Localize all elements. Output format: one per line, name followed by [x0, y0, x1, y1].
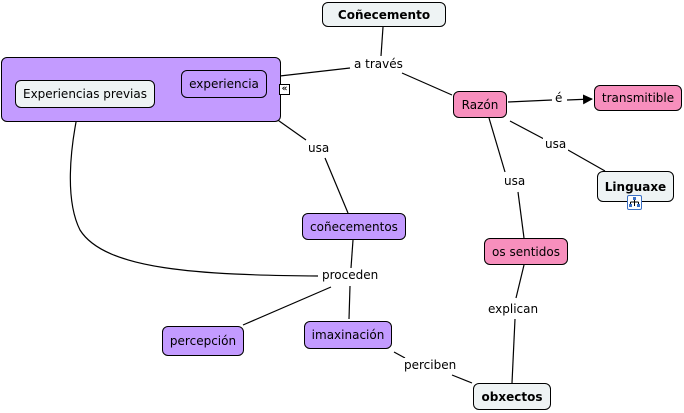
line-perciben-obxectos — [451, 374, 473, 384]
link-label-usa-conecementos: usa — [306, 141, 332, 155]
line-atraves-experiencia — [270, 67, 351, 81]
concept-transmitible[interactable]: transmitible — [594, 85, 682, 111]
line-e-transmitible — [566, 94, 593, 105]
concept-percepcion[interactable]: percepción — [162, 326, 244, 356]
line-explican-obxectos — [511, 318, 516, 384]
link-label-e: é — [553, 91, 565, 105]
link-label-usa-linguaxe: usa — [543, 137, 569, 151]
line-usa2-sentidos — [517, 191, 525, 239]
concept-map-link-icon[interactable] — [627, 195, 642, 210]
link-label-a-traves: a través — [352, 57, 405, 71]
line-proceden-imaxinacion — [348, 285, 351, 320]
line-usa-linguaxe — [567, 149, 606, 172]
link-label-usa-sentidos: usa — [502, 174, 528, 188]
concept-imaxinacion[interactable]: imaxinación — [304, 321, 392, 349]
line-conecementos-proceden — [350, 239, 354, 269]
line-usa-conecementos — [324, 157, 349, 214]
concept-experiencias-previas[interactable]: Experiencias previas — [15, 80, 155, 108]
line-razon-usa — [509, 120, 545, 140]
link-label-perciben: perciben — [402, 358, 459, 372]
line-razon-usa2 — [488, 117, 506, 173]
line-proceden-experienciasprevias — [69, 111, 319, 277]
concept-os-sentidos[interactable]: os sentidos — [484, 238, 568, 265]
line-proceden-percepcion — [242, 286, 332, 326]
link-label-proceden: proceden — [320, 268, 381, 282]
line-razon-e — [507, 99, 553, 103]
concept-conecemento[interactable]: Coñecemento — [322, 2, 446, 27]
line-conecemento-atraves — [380, 26, 384, 57]
line-sentidos-explican — [515, 264, 525, 299]
line-imaxinacion-perciben — [393, 351, 406, 359]
concept-conecementos[interactable]: coñecementos — [302, 213, 406, 240]
line-atraves-razon — [401, 72, 453, 96]
concept-experiencia[interactable]: experiencia — [181, 70, 267, 98]
concept-obxectos[interactable]: obxectos — [473, 383, 551, 410]
concept-razon[interactable]: Razón — [453, 91, 507, 118]
collapse-group-icon[interactable]: « — [279, 84, 290, 95]
link-label-explican: explican — [486, 302, 541, 316]
